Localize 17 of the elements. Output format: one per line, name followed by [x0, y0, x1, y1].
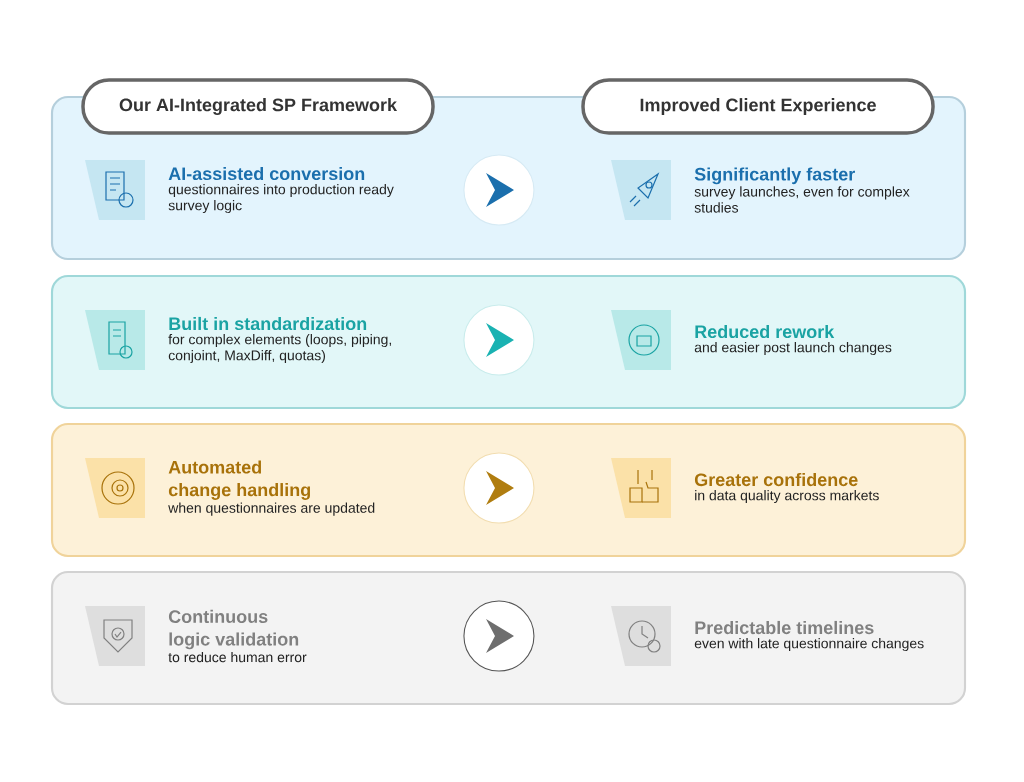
- arrow-circle: [463, 600, 535, 672]
- arrow-circle: [463, 304, 535, 376]
- arrow-circle: [463, 154, 535, 226]
- feature-text: Continuous logic validation to reduce human error: [168, 609, 307, 663]
- feature-text: Significantly faster survey launches, even for complex studies: [694, 167, 910, 213]
- row-panel: [50, 274, 967, 410]
- feature-text: Predictable timelines even with late questionnaire changes: [694, 620, 924, 652]
- feature-text: Automated change handling when questionnaires are updated: [168, 460, 375, 516]
- header-pill: Improved Client Experience: [581, 78, 935, 135]
- feature-text: Greater confidence in data quality across markets: [694, 472, 879, 504]
- feature-text: AI-assisted conversion questionnaires into production ready survey logic: [168, 166, 394, 214]
- header-pill: Our AI-Integrated SP Framework: [81, 78, 435, 135]
- arrow-circle: [463, 452, 535, 524]
- feature-text: Reduced rework and easier post launch changes: [694, 324, 892, 356]
- row-panel: [50, 570, 967, 706]
- row-panel: [50, 422, 967, 558]
- feature-text: Built in standardization for complex elements (loops, piping, conjoint, MaxDiff, quotas): [168, 316, 391, 364]
